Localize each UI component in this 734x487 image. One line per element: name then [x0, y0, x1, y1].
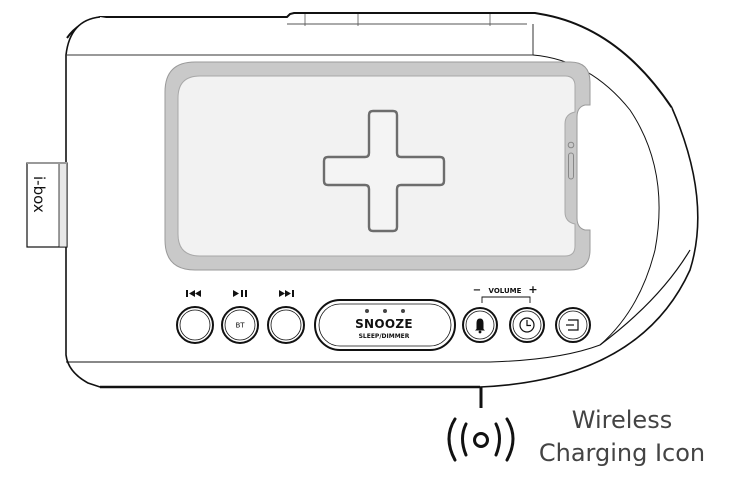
skip-previous-icon — [186, 290, 201, 297]
volume-plus-label: + — [528, 283, 537, 296]
snooze-button[interactable]: SNOOZE SLEEP/DIMMER — [314, 299, 456, 351]
brand-label: i-box — [30, 176, 48, 213]
play-pause-icon — [233, 290, 247, 297]
callout-line-2: Charging Icon — [539, 439, 705, 467]
plus-icon — [322, 109, 446, 233]
snooze-label: SNOOZE — [355, 317, 413, 331]
input-source-icon — [566, 319, 579, 331]
media-controls: BT — [176, 290, 305, 344]
bluetooth-label: BT — [235, 322, 245, 330]
volume-label-group: − VOLUME + — [473, 283, 538, 303]
callout-line-1: Wireless — [572, 406, 672, 434]
wireless-charging-icon — [447, 417, 515, 462]
sleep-dimmer-label: SLEEP/DIMMER — [359, 333, 410, 340]
volume-label: VOLUME — [489, 287, 522, 295]
play-pause-button[interactable]: BT — [221, 306, 259, 344]
next-track-button[interactable] — [267, 306, 305, 344]
brand-tab: i-box — [26, 162, 68, 248]
bell-icon — [475, 318, 485, 334]
clock-icon — [519, 317, 535, 333]
skip-next-icon — [279, 290, 294, 297]
volume-minus-label: − — [473, 285, 481, 296]
previous-track-button[interactable] — [176, 306, 214, 344]
